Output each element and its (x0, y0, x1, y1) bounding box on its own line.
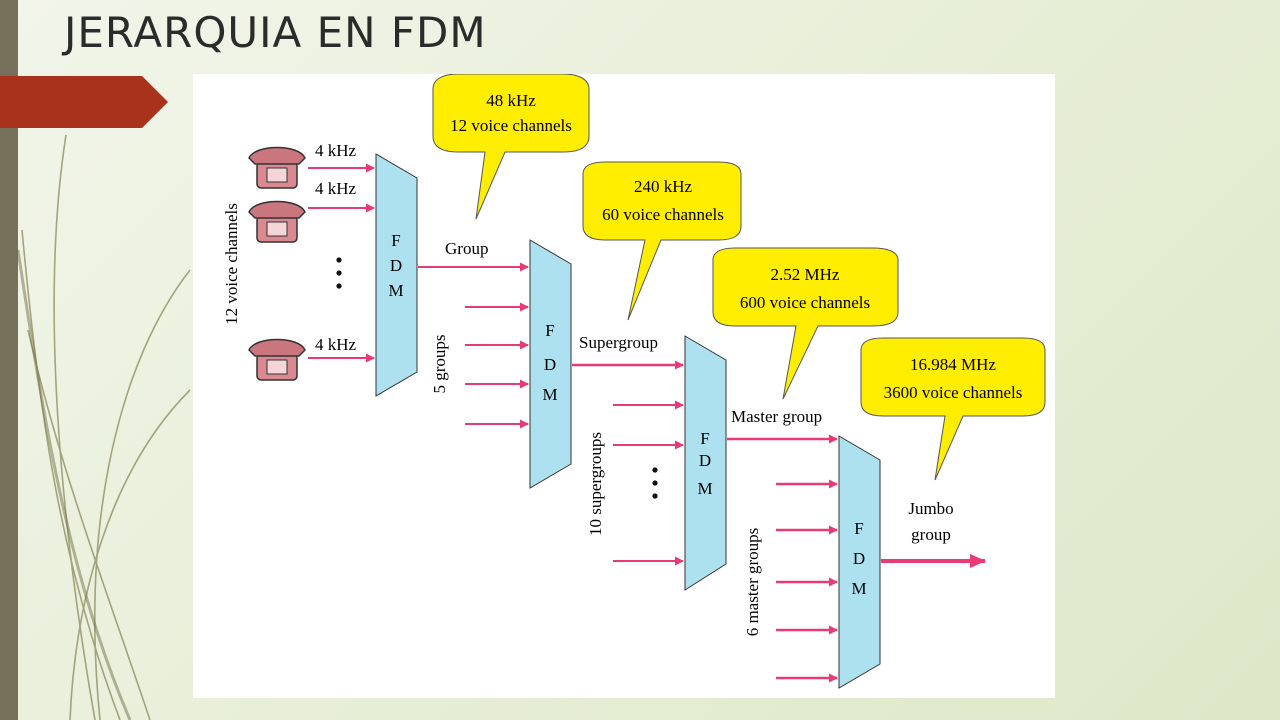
supergroups-side-label: 10 supergroups (586, 432, 605, 536)
svg-text:M: M (388, 281, 403, 300)
channel-label: 4 kHz (315, 335, 357, 354)
callout-jumbo-group: 16.984 MHz 3600 voice channels (860, 337, 1046, 481)
svg-text:D: D (699, 451, 711, 470)
svg-text:M: M (542, 385, 557, 404)
svg-text:D: D (853, 549, 865, 568)
master-groups-side-label: 6 master groups (743, 528, 762, 637)
accent-tab (0, 76, 168, 128)
callout-master-channels: 600 voice channels (740, 293, 870, 312)
callout-group-channels: 12 voice channels (450, 116, 572, 135)
group-output-label: Group (445, 239, 488, 258)
groups-side-label: 5 groups (430, 334, 449, 393)
jumbo-group-label-line2: group (911, 525, 951, 544)
callout-jumbo-channels: 3600 voice channels (884, 383, 1023, 402)
callout-master-freq: 2.52 MHz (771, 265, 840, 284)
channel-label: 4 kHz (315, 141, 357, 160)
ellipsis-dots (652, 467, 658, 499)
telephone-icon (248, 200, 306, 243)
master-group-output-label: Master group (731, 407, 822, 426)
channel-label: 4 kHz (315, 179, 357, 198)
input-channel-arrows (308, 163, 375, 363)
group-input-arrows (465, 302, 529, 429)
voice-channels-side-label: 12 voice channels (222, 203, 241, 325)
fdm-mux-3: F D M (684, 335, 727, 591)
svg-text:D: D (544, 355, 556, 374)
svg-text:F: F (391, 231, 400, 250)
svg-text:M: M (851, 579, 866, 598)
supergroup-output-label: Supergroup (579, 333, 658, 352)
callout-supergroup-freq: 240 kHz (634, 177, 693, 196)
ellipsis-dots (336, 257, 342, 289)
svg-text:D: D (390, 256, 402, 275)
fdm-mux-4: F D M (838, 435, 881, 689)
supergroup-input-arrows (613, 400, 684, 566)
left-accent-bar (0, 0, 18, 720)
decorative-swooshes (16, 134, 191, 720)
svg-text:F: F (854, 519, 863, 538)
callout-supergroup: 240 kHz 60 voice channels (582, 161, 742, 321)
callout-jumbo-freq: 16.984 MHz (910, 355, 996, 374)
callout-group: 48 kHz 12 voice channels (432, 73, 590, 220)
fdm-hierarchy-figure: 48 kHz 12 voice channels 240 kHz 60 voic… (193, 73, 1055, 698)
fdm-mux-1: F D M (375, 153, 418, 397)
callout-group-freq: 48 kHz (486, 91, 536, 110)
callout-master-group: 2.52 MHz 600 voice channels (712, 247, 899, 400)
svg-text:M: M (697, 479, 712, 498)
slide-title: JERARQUIA EN FDM (64, 8, 487, 57)
telephone-icon (248, 146, 306, 189)
svg-text:F: F (700, 429, 709, 448)
telephone-icon (248, 338, 306, 381)
svg-text:F: F (545, 321, 554, 340)
callout-supergroup-channels: 60 voice channels (602, 205, 724, 224)
jumbo-group-label-line1: Jumbo (908, 499, 953, 518)
master-group-input-arrows (776, 479, 838, 683)
fdm-mux-2: F D M (529, 239, 572, 489)
